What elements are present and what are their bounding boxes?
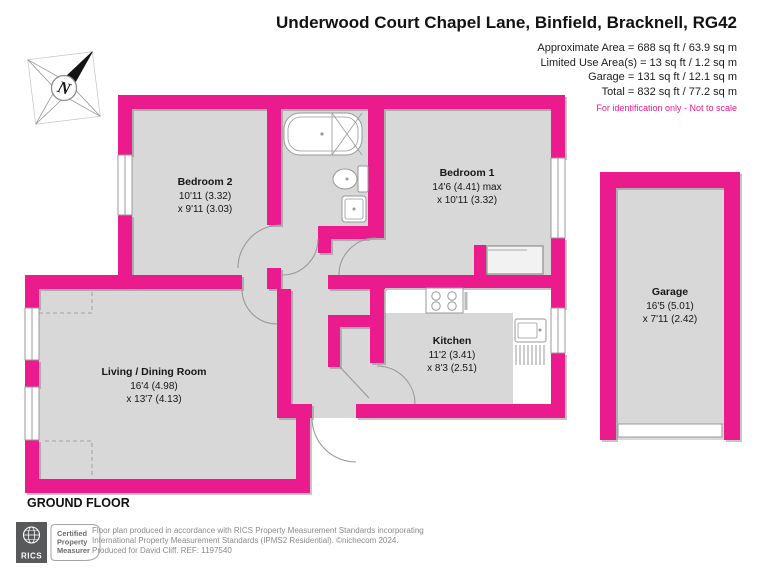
bathroom-fixtures [283, 112, 369, 223]
room-name: Living / Dining Room [101, 366, 207, 378]
room-label-kitchen: Kitchen 11'2 (3.41) x 8'3 (2.51) [427, 335, 477, 376]
cert-line: Certified [57, 529, 87, 538]
door-bathroom [281, 238, 319, 276]
door-arcs [237, 224, 416, 463]
window-kitchen [550, 307, 566, 354]
toilet-icon [332, 165, 369, 193]
room-name: Kitchen [432, 335, 472, 347]
disclaimer-line: Floor plan produced in accordance with R… [92, 526, 424, 535]
window-bedroom1 [550, 157, 566, 239]
room-dim: x 13'7 (4.13) [126, 394, 182, 405]
floor-areas [25, 95, 740, 493]
hob-icon [425, 287, 468, 314]
identification-note: For identification only - Not to scale [596, 103, 737, 113]
room-dim: 14'6 (4.41) max [432, 181, 502, 193]
limited-use-dashes [39, 289, 93, 478]
room-dim: 11'2 (3.41) [428, 349, 476, 361]
compass-icon: N [27, 51, 101, 125]
basin-icon [341, 195, 367, 223]
rics-globe-icon [22, 526, 41, 544]
door-living [241, 288, 278, 325]
door-bedroom1 [338, 237, 377, 276]
window-living-1 [24, 307, 40, 361]
door-kitchen [376, 365, 416, 405]
area-line: Garage = 131 sq ft / 12.1 sq m [588, 71, 737, 83]
room-name: Garage [651, 286, 689, 298]
room-label-garage: Garage 16'5 (5.01) x 7'11 (2.42) [643, 286, 698, 327]
room-label-living-dining: Living / Dining Room 16'4 (4.98) x 13'7 … [102, 366, 207, 407]
disclaimer: Floor plan produced in accordance with R… [92, 526, 424, 556]
room-dim: x 8'3 (2.51) [427, 363, 477, 374]
room-dim: 16'4 (4.98) [130, 380, 178, 392]
door-bedroom2 [237, 224, 282, 269]
area-line: Total = 832 sq ft / 77.2 sq m [601, 85, 737, 98]
walls [25, 95, 740, 493]
kitchen-worktop [385, 288, 551, 404]
door-entrance [311, 417, 357, 463]
windows [24, 154, 566, 441]
room-name: Bedroom 1 [439, 167, 495, 179]
bathtub-icon [283, 112, 363, 156]
garage-door-icon [616, 423, 724, 438]
cert-line: Property [57, 538, 88, 547]
rics-logo: RICS Certified Property Measurer [16, 522, 101, 563]
room-name: Bedroom 2 [177, 176, 233, 188]
rics-org-label: RICS [21, 552, 42, 561]
kitchen-sink-icon [514, 318, 547, 365]
kitchen-fixtures [425, 287, 547, 365]
header: Underwood Court Chapel Lane, Binfield, B… [276, 13, 737, 113]
window-living-2 [24, 386, 40, 441]
room-label-bedroom1: Bedroom 1 14'6 (4.41) max x 10'11 (3.32) [432, 167, 501, 208]
certified-measurer-badge: Certified Property Measurer [57, 529, 90, 555]
disclaimer-line: International Property Measurement Stand… [92, 536, 399, 545]
room-dim: 16'5 (5.01) [646, 300, 694, 312]
cupboard-bedroom1 [485, 245, 544, 275]
window-bedroom2 [117, 154, 133, 216]
door-hall-cupboard [339, 366, 370, 399]
room-dim: x 9'11 (3.03) [177, 204, 233, 215]
area-line: Approximate Area = 688 sq ft / 63.9 sq m [537, 42, 737, 54]
area-line: Limited Use Area(s) = 13 sq ft / 1.2 sq … [540, 56, 737, 69]
page-title: Underwood Court Chapel Lane, Binfield, B… [276, 13, 737, 32]
room-dim: 10'11 (3.32) [178, 190, 232, 202]
ground-floor-label: GROUND FLOOR [27, 496, 130, 510]
cert-line: Measurer [57, 546, 90, 555]
room-dim: x 10'11 (3.32) [436, 195, 498, 206]
disclaimer-line: Produced for David Cliff. REF: 1197540 [92, 546, 232, 555]
room-label-bedroom2: Bedroom 2 10'11 (3.32) x 9'11 (3.03) [178, 176, 233, 217]
room-dim: x 7'11 (2.42) [642, 314, 698, 325]
